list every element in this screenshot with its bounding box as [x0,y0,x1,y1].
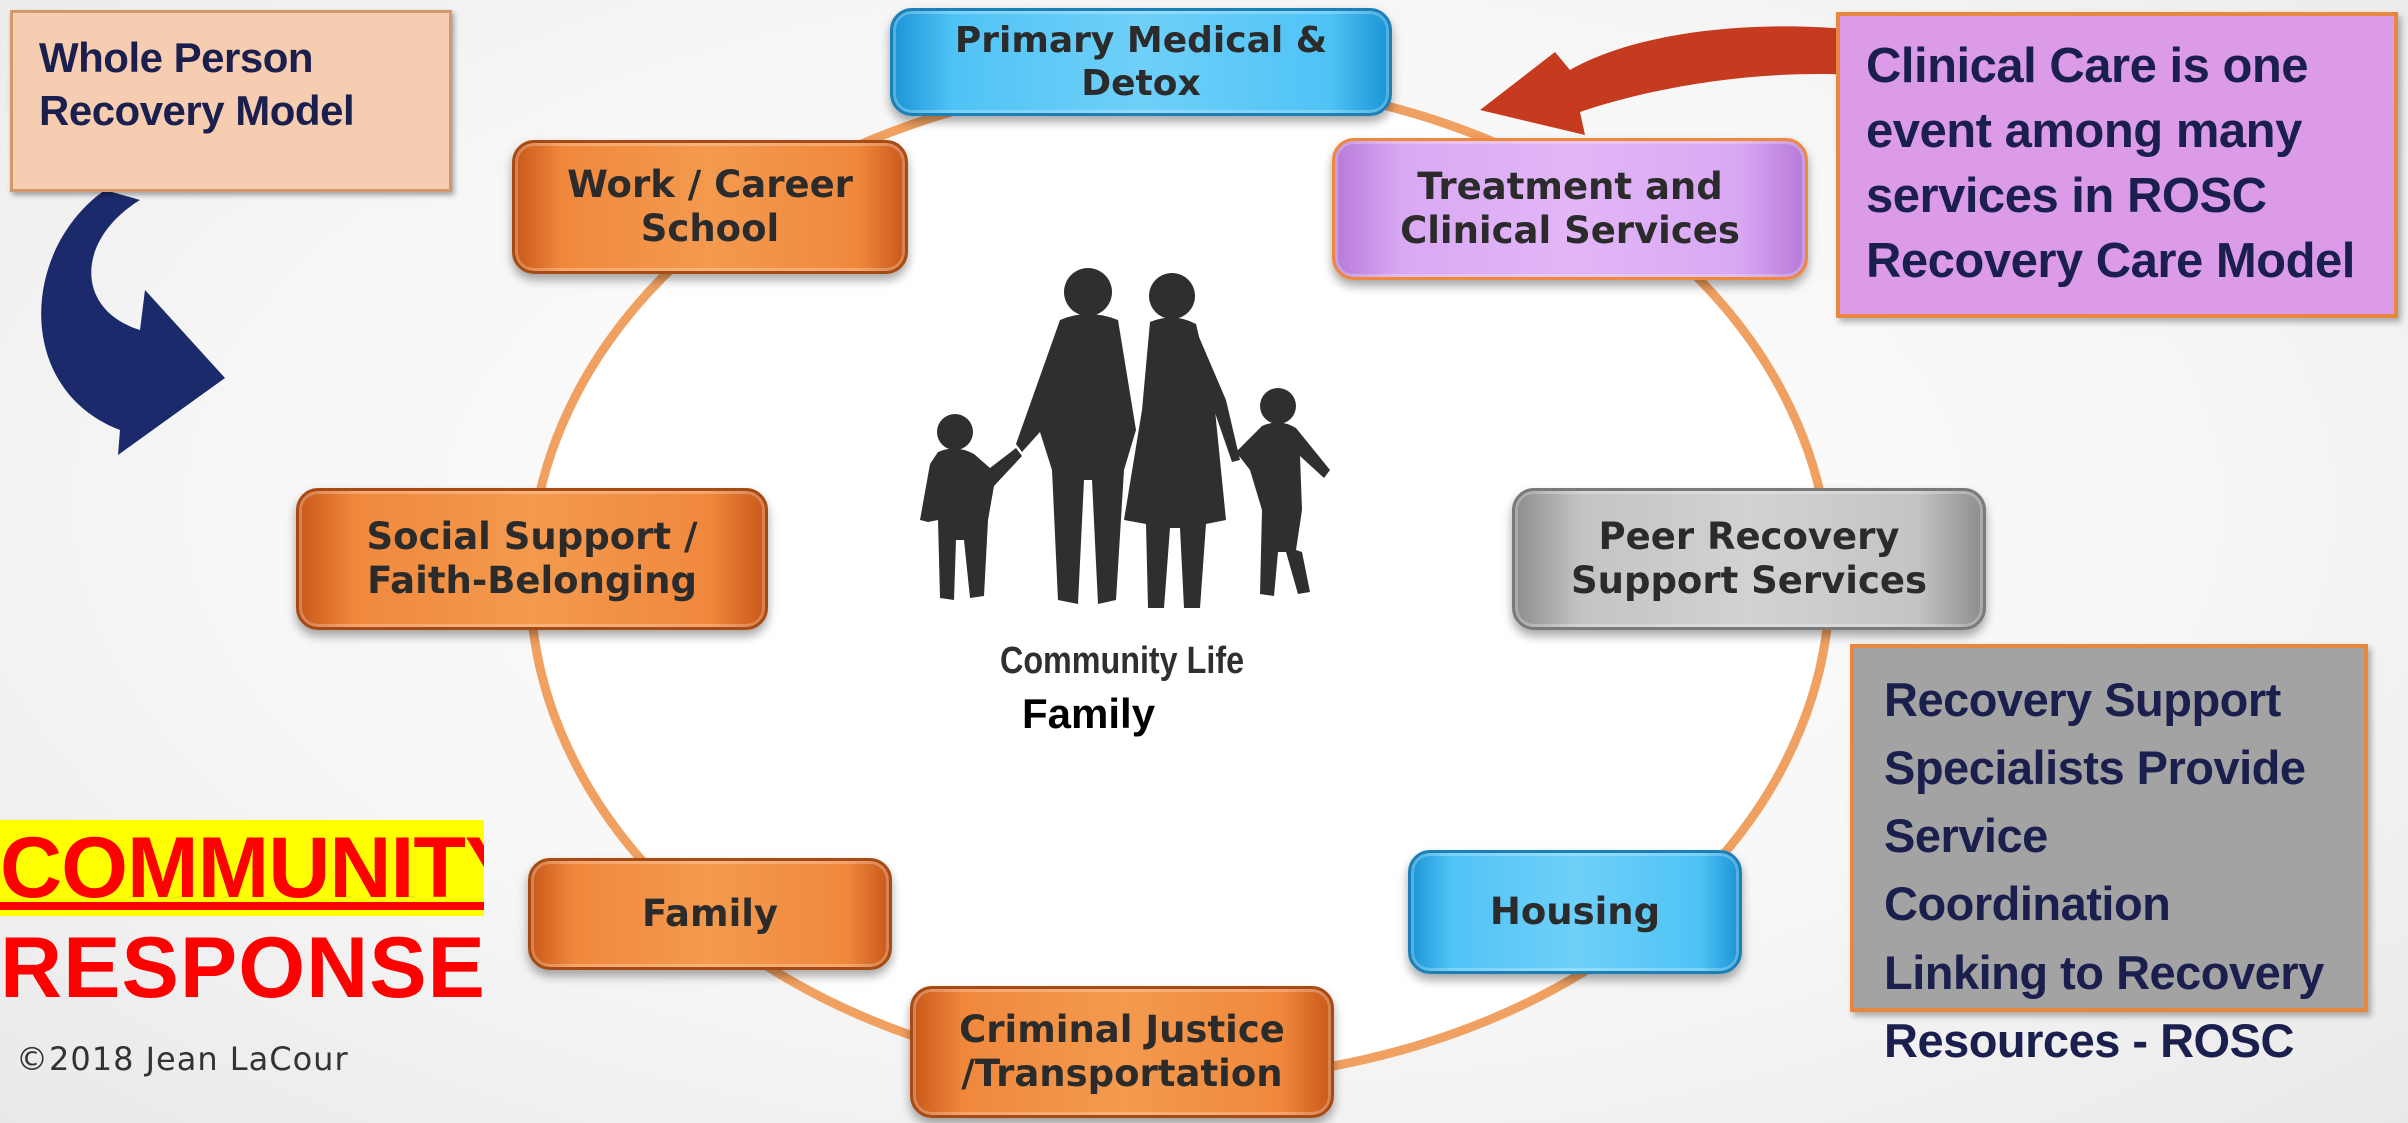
node-peer-recovery-support: Peer Recovery Support Services [1512,488,1986,630]
curved-arrow-down-right-icon [41,190,226,455]
node-housing: Housing [1408,850,1742,974]
community-label: COMMUNITY [0,820,484,916]
node-work-career-school: Work / Career School [512,140,908,274]
node-treatment-clinical-services: Treatment and Clinical Services [1332,138,1808,280]
recovery-support-specialists-box: Recovery Support Specialists Provide Ser… [1850,644,2368,1067]
whole-person-model-box: Whole Person Recovery Model [10,10,452,192]
family-silhouette-icon [920,268,1330,608]
node-criminal-justice-transportation: Criminal Justice /Transportation [910,986,1334,1118]
response-label: RESPONSE [0,920,486,1016]
clinical-care-note-box: Clinical Care is one event among many se… [1836,12,2398,318]
center-community-life-label: Community Life [1000,640,1245,682]
center-family-label: Family [1022,690,1156,737]
curved-arrow-down-left-icon [1480,26,1855,135]
node-social-support-faith: Social Support / Faith-Belonging [296,488,768,630]
node-primary-medical-detox: Primary Medical & Detox [890,8,1392,116]
node-family: Family [528,858,892,970]
copyright-text: ©2018 Jean LaCour [16,1040,349,1078]
